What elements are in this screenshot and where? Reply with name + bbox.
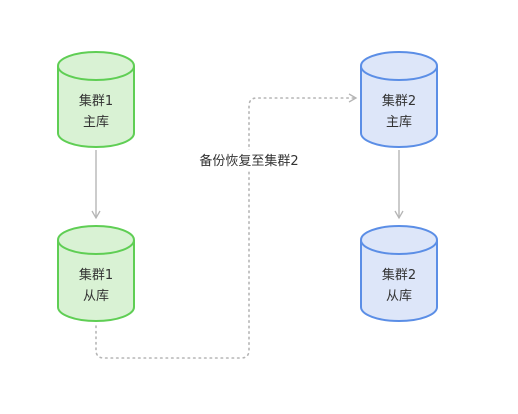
- cluster1-primary-db: 集群1 主库: [57, 51, 135, 148]
- cluster2-primary-role: 主库: [386, 114, 412, 130]
- backup-restore-connector: [95, 93, 358, 359]
- cluster1-primary-name: 集群1: [79, 93, 113, 109]
- cluster1-replica-db: 集群1 从库: [57, 225, 135, 322]
- cluster2-replica-role: 从库: [386, 288, 412, 304]
- cluster2-primary-db: 集群2 主库: [360, 51, 438, 148]
- cluster2-primary-name: 集群2: [382, 93, 416, 109]
- cluster1-replica-role: 从库: [83, 288, 109, 304]
- cluster1-replica-name: 集群1: [79, 267, 113, 283]
- cluster2-replica-db: 集群2 从库: [360, 225, 438, 322]
- cluster2-replica-name: 集群2: [382, 267, 416, 283]
- cluster1-primary-role: 主库: [83, 114, 109, 130]
- backup-restore-label-bg: [194, 150, 304, 170]
- backup-restore-label: 备份恢复至集群2: [199, 153, 298, 169]
